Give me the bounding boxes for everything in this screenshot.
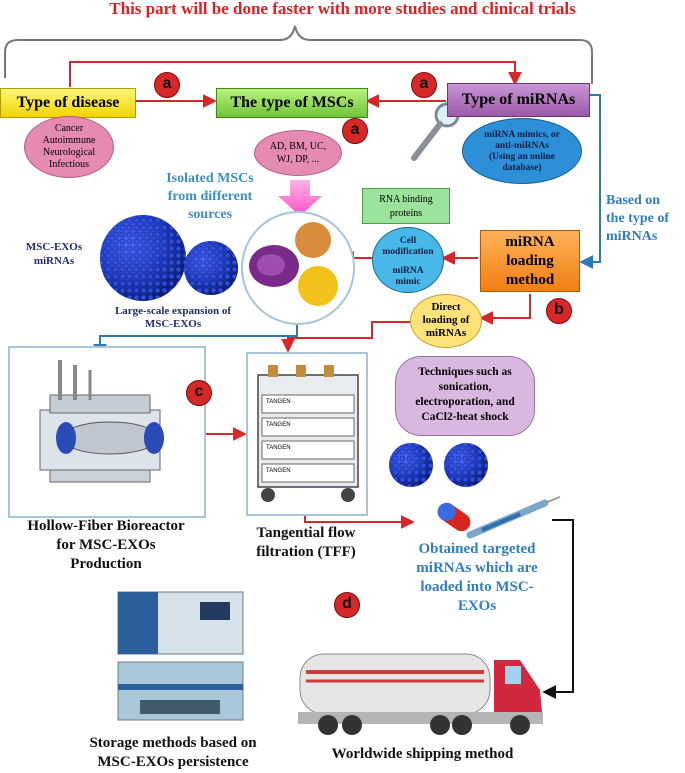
based-on-line: miRNAs (606, 229, 658, 244)
storage-caption-line: MSC-EXOs persistence (97, 754, 249, 770)
tff-label: TANGEN (266, 399, 291, 405)
arrow-circle-to-bioreactor (93, 322, 298, 358)
storage-machine-icon (117, 591, 244, 721)
bioreactor-caption-line: for MSC-EXOs (56, 537, 156, 553)
isolated-line: sources (187, 207, 233, 222)
cell-mod-line: mimic (395, 277, 421, 287)
based-on-label: Based on the type of miRNAs (606, 192, 669, 246)
badge-b: b (546, 298, 572, 324)
isolated-mscs-label: Isolated MSCs from different sources (148, 170, 272, 224)
direct-line: Direct (431, 301, 461, 313)
msc-source-line: AD, BM, UC, (269, 141, 327, 152)
pill-icon (437, 502, 471, 532)
mirna-type-line: database) (502, 163, 542, 173)
large-scale-label: Large-scale expansion of MSC-EXOs (98, 305, 248, 331)
based-on-line: the type of (606, 211, 669, 226)
tff-label: TANGEN (266, 468, 291, 474)
tff-caption: Tangential flow filtration (TFF) (236, 524, 376, 562)
cell-mod-line: miRNA (392, 266, 424, 276)
arrow-direct-to-tff (281, 321, 410, 353)
direct-line: loading of (422, 314, 470, 326)
exo-sphere-small-2 (444, 443, 488, 487)
mirna-loading-method-box: miRNA loading method (480, 230, 580, 292)
disease-item: Neurological (42, 147, 96, 158)
banner-title: This part will be done faster with more … (109, 0, 576, 18)
mirna-type-line: miRNA mimics, or (484, 130, 560, 140)
isolated-line: Isolated MSCs (166, 171, 254, 186)
loading-line: loading (506, 253, 554, 269)
direct-line: miRNAs (425, 327, 467, 339)
direct-loading-ellipse: Direct loading of miRNAs (410, 294, 482, 348)
obtained-label: Obtained targeted miRNAs which are loade… (392, 540, 562, 616)
msc-exos-mirnas-label: MSC-EXOs miRNAs (14, 240, 94, 268)
cell-modification-circle: Cell modification miRNA mimic (372, 227, 444, 293)
tff-label: TANGEN (266, 422, 291, 428)
storage-caption: Storage methods based on MSC-EXOs persis… (58, 734, 288, 772)
exo-sphere-large (100, 215, 186, 301)
exo-sphere-medium (184, 241, 238, 295)
rna-binding-line: RNA binding (379, 194, 433, 205)
loading-line: miRNA (505, 234, 555, 250)
grouping-brace (4, 25, 593, 84)
type-of-mirnas-box: Type of miRNAs (447, 83, 590, 117)
spacer (373, 258, 443, 266)
technique-line: Techniques such as (418, 366, 512, 378)
bioreactor-caption-line: Hollow-Fiber Bioreactor (27, 518, 185, 534)
isolated-line: from different (167, 189, 253, 204)
disease-item: Cancer (54, 123, 84, 134)
technique-line: sonication, (438, 381, 492, 393)
disease-list-ellipse: Cancer Autoimmune Neurological Infectiou… (24, 116, 114, 178)
loading-line: method (505, 272, 555, 288)
bioreactor-caption: Hollow-Fiber Bioreactor for MSC-EXOs Pro… (2, 517, 210, 574)
large-scale-line: Large-scale expansion of (114, 305, 232, 317)
techniques-box: Techniques such as sonication, electropo… (395, 356, 535, 436)
shipping-caption: Worldwide shipping method (331, 746, 514, 762)
syringe-icon (466, 496, 561, 539)
msc-circle (241, 211, 355, 325)
type-of-disease-box: Type of disease (0, 88, 136, 118)
based-on-line: Based on (606, 193, 661, 208)
msc-sources-ellipse: AD, BM, UC, WJ, DP, ... (254, 130, 342, 176)
bioreactor-icon (39, 360, 164, 483)
arrow-disease-to-mirna (69, 61, 522, 87)
mirna-type-line: (Using an online (489, 152, 555, 162)
disease-item: Infectious (49, 159, 89, 170)
obtained-line: Obtained targeted (418, 541, 536, 557)
mirna-type-line: anti-miRNAs (495, 141, 549, 151)
arrow-obtained-to-truck (542, 519, 574, 699)
badge-a-mirna: a (411, 72, 437, 98)
tff-caption-line: Tangential flow (256, 525, 356, 541)
badge-a-mscs: a (342, 118, 368, 144)
msc-exos-line: MSC-EXOs (25, 241, 83, 253)
truck-icon (298, 653, 543, 735)
tff-caption-line: filtration (TFF) (256, 544, 356, 560)
msc-source-line: WJ, DP, ... (276, 154, 320, 165)
rna-binding-line: proteins (389, 208, 423, 219)
pink-down-arrow-icon (278, 180, 322, 216)
badge-c: c (186, 380, 212, 406)
cell-mod-line: Cell (399, 236, 417, 246)
arrow-mirna-to-loading (579, 94, 601, 269)
obtained-line: EXOs (457, 598, 497, 614)
rna-binding-box: RNA binding proteins (362, 188, 450, 224)
tff-cassette-icon (257, 365, 359, 502)
mirna-types-ellipse: miRNA mimics, or anti-miRNAs (Using an o… (462, 118, 582, 184)
large-scale-line: MSC-EXOs (144, 318, 202, 330)
exo-sphere-small-1 (389, 443, 433, 487)
arrow-loading-to-direct (479, 294, 531, 325)
type-of-mscs-box: The type of MSCs (216, 88, 368, 118)
storage-caption-line: Storage methods based on (89, 735, 257, 751)
badge-a-top: a (154, 72, 180, 98)
bioreactor-caption-line: Production (70, 556, 142, 572)
badge-d: d (334, 592, 360, 618)
disease-item: Autoimmune (42, 135, 96, 146)
obtained-line: miRNAs which are (416, 560, 538, 576)
technique-line: electroporation, and (415, 396, 515, 408)
obtained-line: loaded into MSC- (420, 579, 534, 595)
tff-label: TANGEN (266, 445, 291, 451)
msc-exos-line: miRNAs (33, 255, 75, 267)
cell-mod-line: modification (382, 247, 434, 257)
technique-line: CaCl2-heat shock (421, 411, 509, 423)
